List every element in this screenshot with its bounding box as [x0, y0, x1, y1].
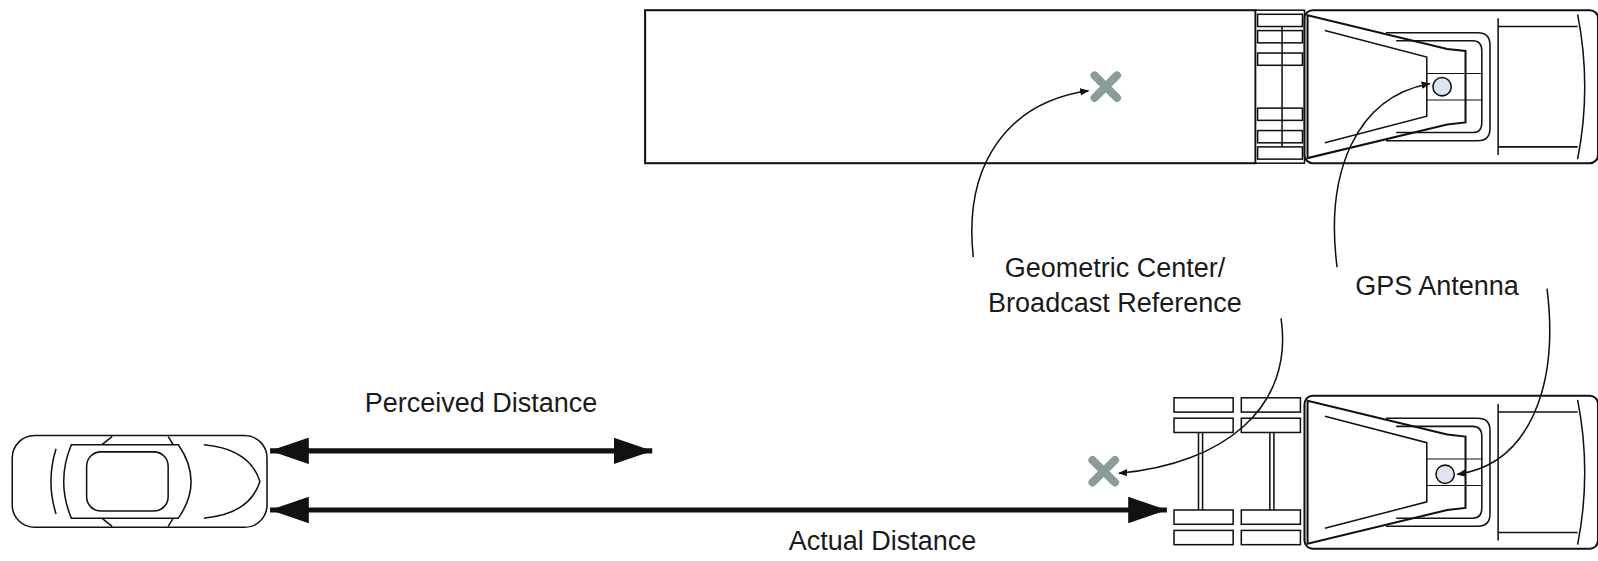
- distance-label: Perceived Distance: [318, 386, 644, 421]
- distance-label: Actual Distance: [720, 524, 1046, 559]
- antenna-label: GPS Antenna: [1325, 269, 1549, 304]
- reference-label: Geometric Center/ Broadcast Reference: [947, 251, 1283, 321]
